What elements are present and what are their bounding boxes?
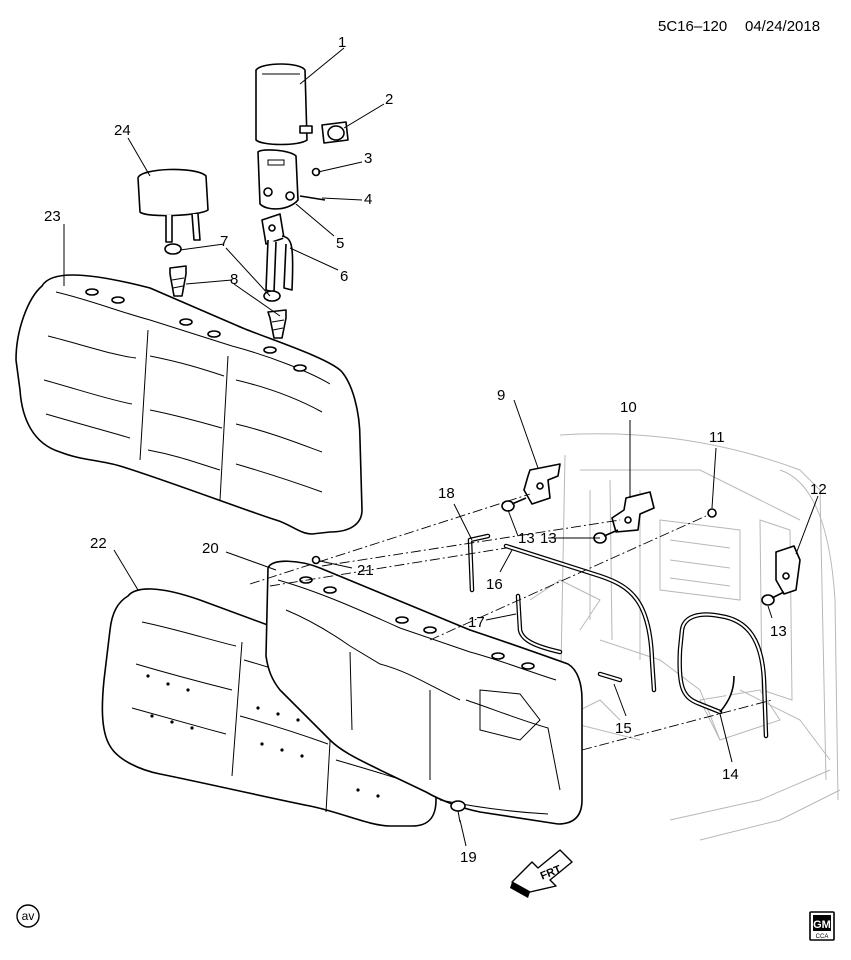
headrest-guide-sleeve-right [267, 309, 287, 339]
callout-22: 22 [90, 535, 107, 552]
seat-back-seal-18 [467, 533, 491, 593]
headrest-guide-sleeve-left [169, 265, 187, 297]
seat-hinge-bracket-left [523, 463, 561, 505]
hinge-nut [707, 508, 717, 518]
callout-18: 18 [438, 485, 455, 502]
seat-back-grommet [450, 800, 466, 823]
leader-lines [63, 47, 819, 847]
corner-badge: av [16, 904, 40, 928]
callout-3: 3 [364, 150, 372, 167]
seat-frame-fastener [311, 555, 321, 565]
callout-4: 4 [364, 191, 372, 208]
callout-6: 6 [340, 268, 348, 285]
rear-seat-back-frame [265, 560, 583, 825]
rear-headrest-center [255, 63, 313, 146]
callout-1: 1 [338, 34, 346, 51]
headrest-guide-washer-left [164, 243, 182, 255]
callout-21: 21 [357, 562, 374, 579]
hinge-bolt-center [593, 529, 619, 544]
diagram-date: 04/24/2018 [745, 18, 820, 35]
callout-12: 12 [810, 481, 827, 498]
hinge-bolt-right [761, 591, 785, 606]
callout-5: 5 [336, 235, 344, 252]
callout-24: 24 [114, 122, 131, 139]
callout-13-left: 13 [518, 530, 535, 547]
headrest-guide-cap [321, 121, 349, 144]
callout-14: 14 [722, 766, 739, 783]
rear-seat-back-cushion [15, 274, 363, 535]
gm-logo-sublabel: CCA [816, 934, 829, 940]
callout-11: 11 [709, 429, 725, 446]
rear-headrest-outboard [137, 168, 209, 243]
callout-7: 7 [220, 233, 228, 250]
callout-2: 2 [385, 91, 393, 108]
callout-17: 17 [468, 614, 485, 631]
callout-labels: 1 2 3 4 5 6 7 8 9 10 11 12 13 13 13 14 1… [44, 34, 827, 866]
gm-logo-label: GM [813, 919, 831, 931]
gm-logo: GM CCA [809, 911, 835, 941]
callout-8: 8 [230, 271, 238, 288]
callout-10: 10 [620, 399, 637, 416]
headrest-frame-bracket [257, 149, 299, 210]
callout-9: 9 [497, 387, 505, 404]
seat-back-seal-17 [515, 593, 563, 655]
callout-13-right: 13 [770, 623, 787, 640]
headrest-post-assembly [261, 213, 294, 293]
front-arrow-icon: FRT [510, 849, 573, 898]
corner-badge-label: av [22, 909, 35, 923]
alignment-lines [249, 493, 773, 751]
seat-hinge-bracket-right [775, 545, 801, 595]
callout-20: 20 [202, 540, 219, 557]
callout-13-center: 13 [540, 530, 557, 547]
hinge-bolt-left [501, 497, 527, 512]
retaining-pin [299, 195, 326, 201]
callout-16: 16 [486, 576, 503, 593]
callout-19: 19 [460, 849, 477, 866]
seat-hinge-bracket-center [611, 491, 655, 533]
diagram-id: 5C16–120 [658, 18, 727, 35]
seal-clip-15 [597, 671, 623, 683]
seat-back-seal-16 [503, 543, 657, 693]
callout-23: 23 [44, 208, 61, 225]
seat-back-seal-14 [677, 612, 769, 739]
callout-15: 15 [615, 720, 632, 737]
